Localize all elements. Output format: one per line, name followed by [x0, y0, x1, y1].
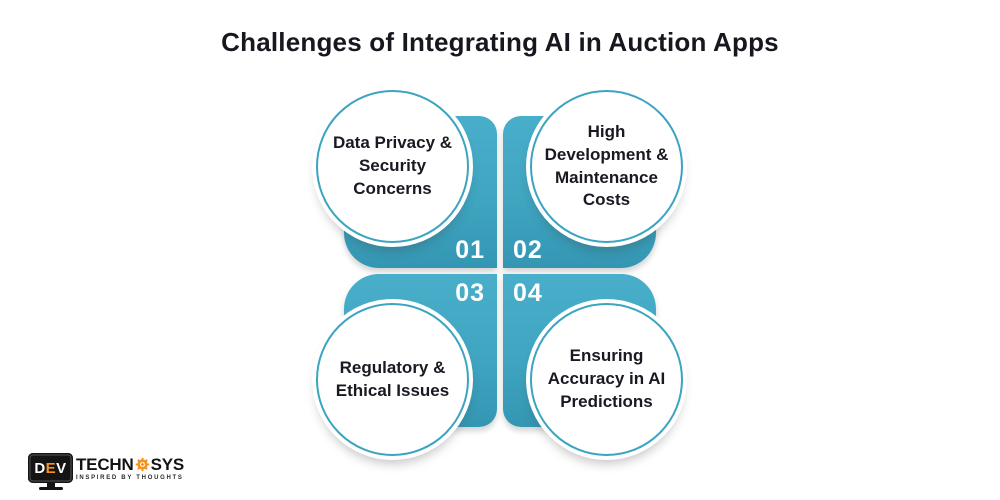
logo-brand-right: SYS [150, 455, 185, 474]
devtechnosys-logo: DEV TECHN [28, 453, 184, 490]
quadrant-01-label: Data Privacy & Security Concerns [332, 133, 453, 198]
quadrant-02-circle: High Development & Maintenance Costs [530, 90, 683, 243]
quadrant-04-label: Ensuring Accuracy in AI Predictions [547, 346, 666, 411]
quadrant-02-label: High Development & Maintenance Costs [544, 121, 669, 210]
quadrant-04-number: 04 [513, 279, 543, 307]
monitor-base [38, 487, 63, 490]
page-title: Challenges of Integrating AI in Auction … [221, 27, 779, 57]
quadrant-03-circle: Regulatory & Ethical Issues [316, 303, 469, 456]
quadrant-01-circle: Data Privacy & Security Concerns [316, 90, 469, 243]
monitor-stand [46, 483, 55, 487]
quadrant-01-number: 01 [455, 236, 485, 264]
monitor-icon: DEV [28, 453, 73, 490]
logo-brand-left: TECHN [76, 455, 134, 474]
quadrant-03-number: 03 [455, 279, 485, 307]
quadrant-04-circle: Ensuring Accuracy in AI Predictions [530, 303, 683, 456]
quadrant-03-label: Regulatory & Ethical Issues [335, 357, 450, 400]
logo-brand-text: TECHN SYS [76, 456, 184, 473]
gear-icon [135, 457, 149, 472]
logo-tv-text: DEV [34, 459, 67, 477]
logo-tagline: INSPIRED BY THOUGHTS [76, 475, 184, 481]
quadrant-02-number: 02 [513, 236, 543, 264]
